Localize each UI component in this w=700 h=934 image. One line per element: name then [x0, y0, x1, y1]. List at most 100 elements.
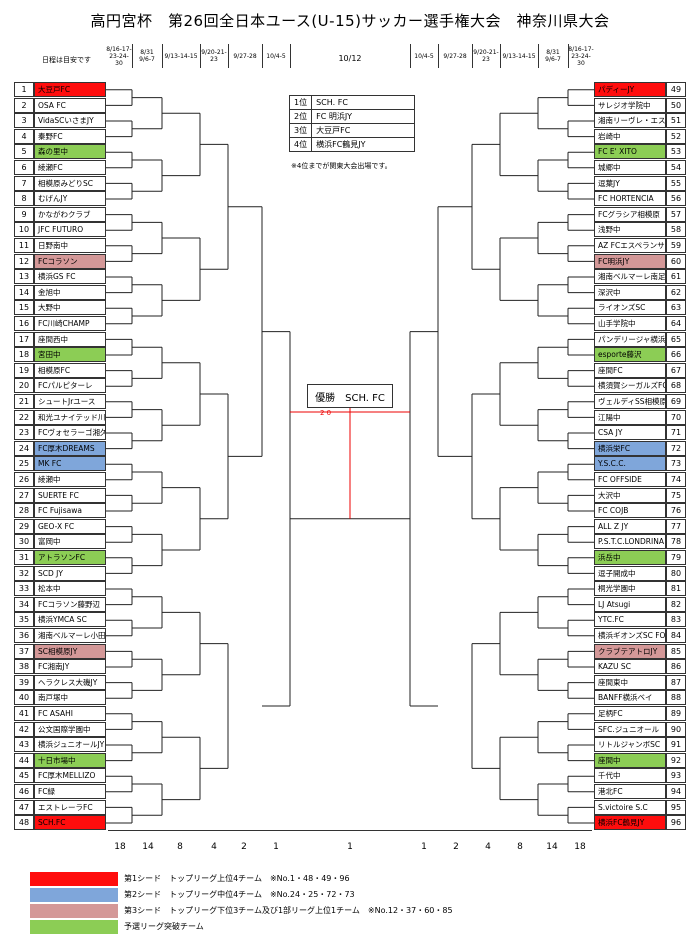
team-number: 82 [666, 596, 686, 612]
legend-swatch [30, 872, 118, 886]
team-number: 4 [14, 128, 34, 144]
team-name: 横浜YMCA SC [34, 612, 106, 628]
team-number: 83 [666, 612, 686, 628]
team-name: SUERTE FC [34, 487, 106, 503]
team-name: GEO-X FC [34, 518, 106, 534]
header-date: 9/27-28 [233, 52, 257, 60]
team-number: 61 [666, 269, 686, 285]
team-number: 81 [666, 581, 686, 597]
team-number: 74 [666, 472, 686, 487]
team-number: 53 [666, 144, 686, 160]
champion-box: 優勝 SCH. FC [307, 384, 393, 408]
team-name: FCパルピターレ [34, 378, 106, 394]
team-name: 森の里中 [34, 144, 106, 160]
team-name: 大沢中 [594, 487, 666, 503]
footer-count: 8 [517, 842, 523, 852]
team-name: S.victoire S.C [594, 799, 666, 815]
team-name: ヘラクレス大磯JY [34, 674, 106, 690]
team-number: 11 [14, 238, 34, 253]
team-number: 79 [666, 550, 686, 565]
team-name: 十日市場中 [34, 752, 106, 768]
team-name: 座間中 [594, 752, 666, 768]
team-name: FCヴォセラーゴ湘久井 [34, 425, 106, 441]
header-divider [262, 44, 263, 68]
team-name: SC相模原JY [34, 643, 106, 659]
footer-count: 8 [177, 842, 183, 852]
header-date: 8/16-17- 23-24-30 [568, 45, 594, 67]
team-number: 72 [666, 440, 686, 456]
team-name: 足柄FC [594, 706, 666, 721]
team-number: 50 [666, 97, 686, 113]
team-number: 59 [666, 238, 686, 253]
team-number: 41 [14, 706, 34, 721]
rank-team: 横浜FC鶴見JY [311, 137, 416, 152]
header-date: 8/31 9/6-7 [139, 49, 155, 63]
team-number: 2 [14, 97, 34, 113]
team-name: 深沢中 [594, 284, 666, 300]
team-name: FC Fujisawa [34, 503, 106, 519]
team-number: 35 [14, 612, 34, 628]
footer-count: 1 [421, 842, 427, 852]
legend-text: 第2シード トップリーグ中位4チーム ※No.24・25・72・73 [124, 890, 355, 899]
team-name: 湘南ベルマーレ小田原 [34, 628, 106, 643]
team-name: ALL Z JY [594, 518, 666, 534]
header-divider [438, 44, 439, 68]
qualify-note: ※4位までが関東大会出場です。 [291, 162, 392, 170]
final-score: 2 0 [320, 409, 332, 417]
footer-count: 2 [241, 842, 247, 852]
team-number: 56 [666, 191, 686, 207]
team-name: LJ Atsugi [594, 596, 666, 612]
team-name: 綾瀬FC [34, 160, 106, 175]
team-name: むげんJY [34, 191, 106, 207]
team-number: 88 [666, 690, 686, 706]
team-name: リトルジャンボSC [594, 737, 666, 753]
footer-count: 14 [142, 842, 154, 852]
team-name: FC E' XITO [594, 144, 666, 160]
team-number: 24 [14, 440, 34, 456]
header-date: 10/4-5 [266, 52, 286, 60]
team-name: 湘南ベルマーレ南足柄 [594, 269, 666, 285]
rank-place: 3位 [288, 123, 313, 138]
team-number: 66 [666, 347, 686, 363]
team-name: 相模原FC [34, 362, 106, 378]
header-date: 8/31 9/6-7 [545, 49, 561, 63]
team-number: 87 [666, 674, 686, 690]
team-name: FC明浜JY [594, 253, 666, 269]
team-number: 77 [666, 518, 686, 534]
team-number: 1 [14, 82, 34, 97]
team-number: 75 [666, 487, 686, 503]
team-number: 9 [14, 206, 34, 222]
rank-place: 2位 [288, 109, 313, 124]
team-number: 57 [666, 206, 686, 222]
team-number: 48 [14, 815, 34, 831]
team-number: 90 [666, 721, 686, 737]
team-name: パディーJY [594, 82, 666, 97]
header-date: 9/13-14-15 [502, 52, 536, 60]
team-number: 19 [14, 362, 34, 378]
team-number: 5 [14, 144, 34, 160]
header-divider [472, 44, 473, 68]
footer-count: 1 [347, 842, 353, 852]
team-name: アトラソンFC [34, 550, 106, 565]
team-number: 63 [666, 300, 686, 316]
team-number: 54 [666, 160, 686, 175]
team-number: 95 [666, 799, 686, 815]
legend-text: 第3シード トップリーグ下位3チーム及び1部リーグ上位1チーム ※No.12・3… [124, 906, 453, 915]
team-number: 44 [14, 752, 34, 768]
team-name: クラブテアトロJY [594, 643, 666, 659]
legend-text: 第1シード トップリーグ上位4チーム ※No.1・48・49・96 [124, 874, 350, 883]
team-number: 51 [666, 113, 686, 129]
team-number: 96 [666, 815, 686, 831]
team-number: 20 [14, 378, 34, 394]
team-name: 桐光学園中 [594, 581, 666, 597]
team-name: FC ASAHI [34, 706, 106, 721]
team-number: 85 [666, 643, 686, 659]
team-number: 12 [14, 253, 34, 269]
team-number: 80 [666, 565, 686, 581]
team-number: 38 [14, 659, 34, 675]
team-number: 28 [14, 503, 34, 519]
team-name: YTC.FC [594, 612, 666, 628]
team-number: 67 [666, 362, 686, 378]
team-number: 94 [666, 784, 686, 799]
